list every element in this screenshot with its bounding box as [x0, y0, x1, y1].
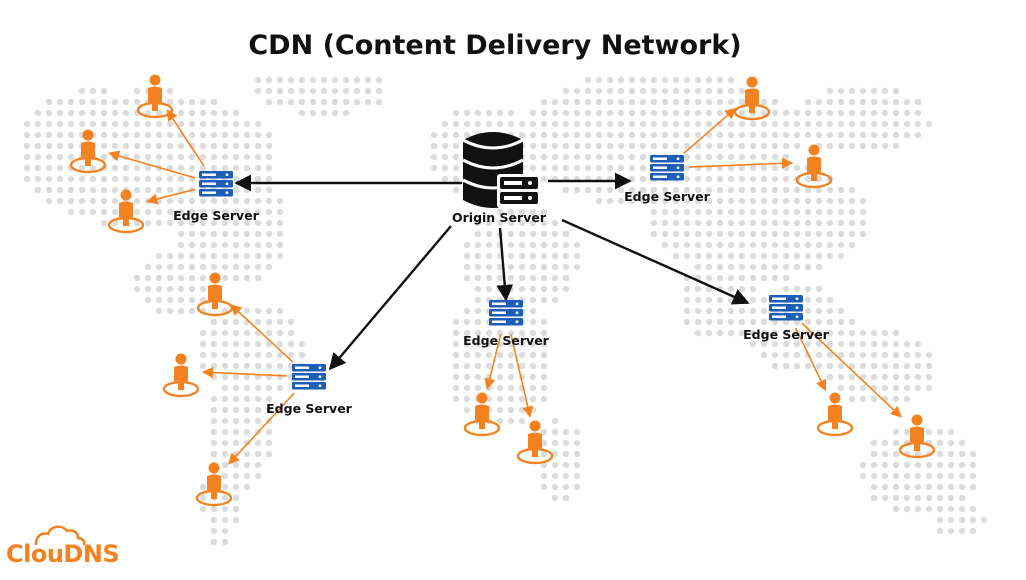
- edge-to-user-arrow-asia-pacific-1: [794, 327, 827, 392]
- connection-arrows: [108, 107, 902, 465]
- edge-to-user-arrow-north-america-1: [166, 109, 205, 167]
- origin-to-edge-arrow-asia-pacific: [561, 218, 750, 305]
- user-location-icon-asia-pacific-2: [898, 414, 936, 459]
- edge-server-label-africa: Edge Server: [463, 333, 549, 348]
- database-server-icon: [462, 132, 541, 208]
- rack-server-icon-asia-pacific: [769, 295, 803, 321]
- rack-server-icon-africa: [489, 300, 523, 326]
- edge-to-user-arrow-europe-1: [683, 107, 737, 155]
- edge-server-label-south-america: Edge Server: [266, 401, 352, 416]
- user-location-icon-europe-2: [795, 144, 833, 189]
- user-location-icon-africa-1: [463, 392, 501, 437]
- user-location-icon-north-america-3: [107, 189, 145, 234]
- rack-server-icon-europe: [650, 155, 684, 181]
- cloud-logo-icon: [34, 525, 86, 546]
- network-nodes: [69, 74, 936, 507]
- edge-server-label-europe: Edge Server: [624, 189, 710, 204]
- origin-to-edge-arrow-africa: [496, 227, 514, 302]
- edge-to-user-arrow-south-america-2: [201, 366, 288, 379]
- dotted-world-map: [23, 76, 988, 546]
- edge-to-user-arrow-europe-2: [688, 157, 794, 169]
- user-location-icon-south-america-3: [195, 462, 233, 507]
- diagram-title: CDN (Content Delivery Network): [248, 30, 742, 61]
- user-location-icon-north-america-2: [69, 129, 107, 174]
- edge-server-label-asia-pacific: Edge Server: [743, 327, 829, 342]
- user-location-icon-africa-2: [516, 420, 554, 465]
- edge-server-label-north-america: Edge Server: [173, 208, 259, 223]
- edge-to-user-arrow-south-america-3: [228, 392, 295, 465]
- logo-wordmark: ClouDNS: [6, 540, 120, 568]
- user-location-icon-north-america-1: [136, 74, 174, 119]
- edge-to-user-arrow-south-america-1: [230, 304, 294, 363]
- user-location-icon-asia-pacific-1: [816, 392, 854, 437]
- rack-server-icon: [497, 174, 541, 208]
- cloudns-logo: ClouDNS: [6, 522, 120, 570]
- edge-to-user-arrow-north-america-2: [108, 150, 196, 179]
- rack-server-icon-south-america: [292, 364, 326, 390]
- origin-server-label: Origin Server: [452, 210, 546, 225]
- edge-to-user-arrow-africa-2: [510, 334, 534, 418]
- edge-to-user-arrow-north-america-3: [146, 188, 195, 205]
- user-location-icon-south-america-2: [162, 353, 200, 398]
- edge-to-user-arrow-africa-1: [484, 334, 502, 390]
- edge-to-user-arrow-asia-pacific-2: [801, 322, 902, 418]
- origin-to-edge-arrow-south-america: [328, 225, 452, 371]
- user-location-icon-europe-1: [733, 76, 771, 121]
- rack-server-icon-north-america: [199, 171, 233, 197]
- user-location-icon-south-america-1: [196, 272, 234, 317]
